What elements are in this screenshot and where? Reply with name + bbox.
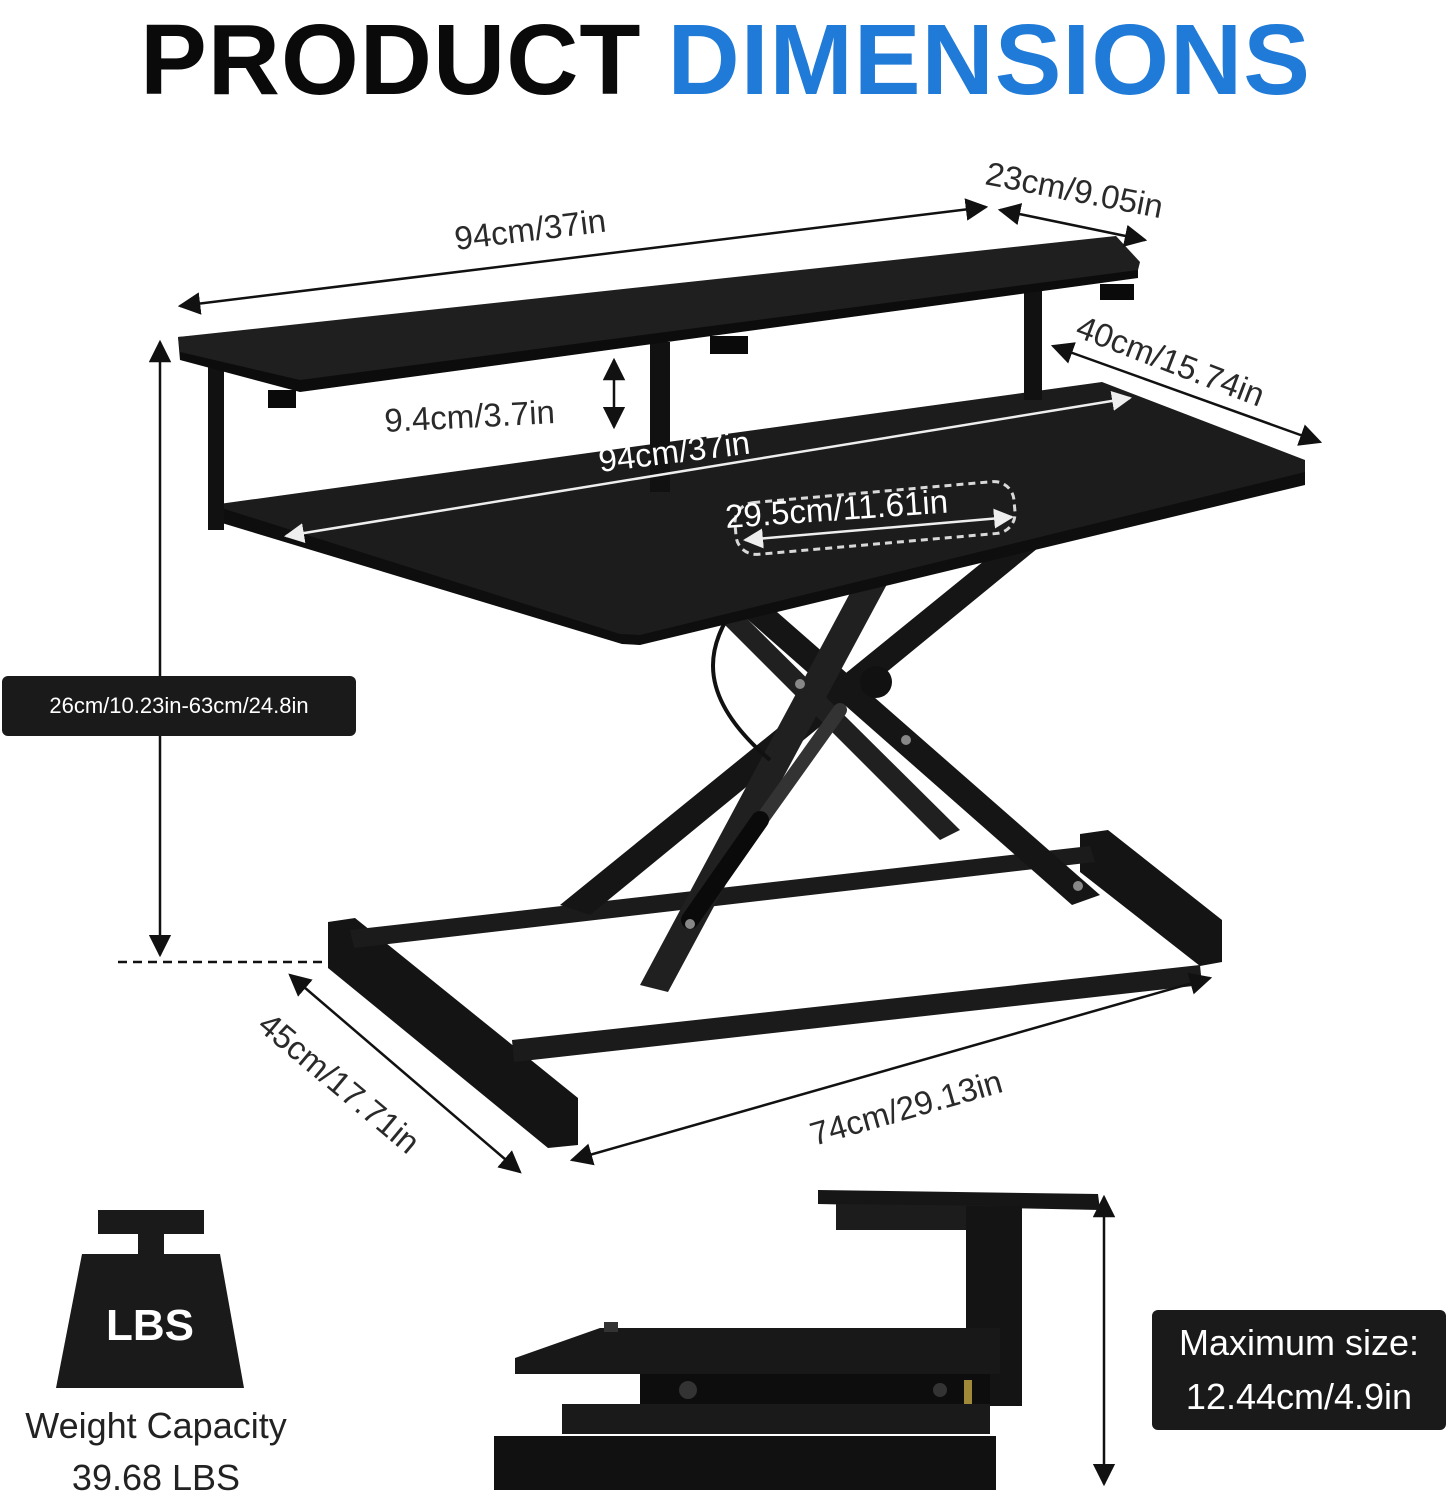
title-word-product: PRODUCT — [140, 4, 642, 116]
dim-line-main-width — [284, 391, 1132, 543]
max-size-value: 12.44cm/4.9in — [1185, 1376, 1413, 1417]
dim-line-base-depth — [288, 973, 522, 1174]
base-rail-left — [350, 846, 1095, 948]
shelf-support-right — [1024, 290, 1042, 400]
folded-side-view — [494, 1190, 1100, 1490]
weight-capacity: Weight Capacity 39.68 LBS — [0, 1400, 312, 1504]
weight-icon-label: LBS — [106, 1301, 194, 1350]
label-top-width: 94cm/37in — [452, 202, 608, 257]
height-range-badge: 26cm/10.23in-63cm/24.8in — [2, 676, 356, 736]
pivot-knob — [860, 666, 892, 698]
label-base-width: 74cm/29.13in — [806, 1063, 1007, 1153]
base-back-foot — [1080, 830, 1222, 966]
dim-line-top-width — [177, 198, 989, 315]
max-size-badge: Maximum size: 12.44cm/4.9in — [1152, 1310, 1446, 1430]
dim-line-main-depth — [1050, 342, 1323, 446]
weight-icon: LBS — [56, 1210, 244, 1388]
dim-line-cutout — [743, 508, 1014, 549]
label-base-depth: 45cm/17.71in — [252, 1005, 428, 1161]
label-top-depth: 23cm/9.05in — [983, 155, 1167, 226]
dim-line-base-width — [569, 972, 1213, 1166]
max-size-title: Maximum size: — [1178, 1322, 1420, 1363]
title-word-dimensions: DIMENSIONS — [667, 4, 1311, 116]
base-rail-right — [512, 965, 1202, 1062]
shelf-support-left — [208, 362, 224, 530]
scissor-arm-d — [640, 552, 900, 992]
scissor-arm-a — [680, 555, 1100, 905]
weight-capacity-value: 39.68 LBS — [71, 1457, 241, 1498]
label-riser-height: 9.4cm/3.7in — [383, 393, 555, 439]
dim-line-top-depth — [997, 203, 1148, 247]
weight-capacity-title: Weight Capacity — [25, 1405, 287, 1446]
